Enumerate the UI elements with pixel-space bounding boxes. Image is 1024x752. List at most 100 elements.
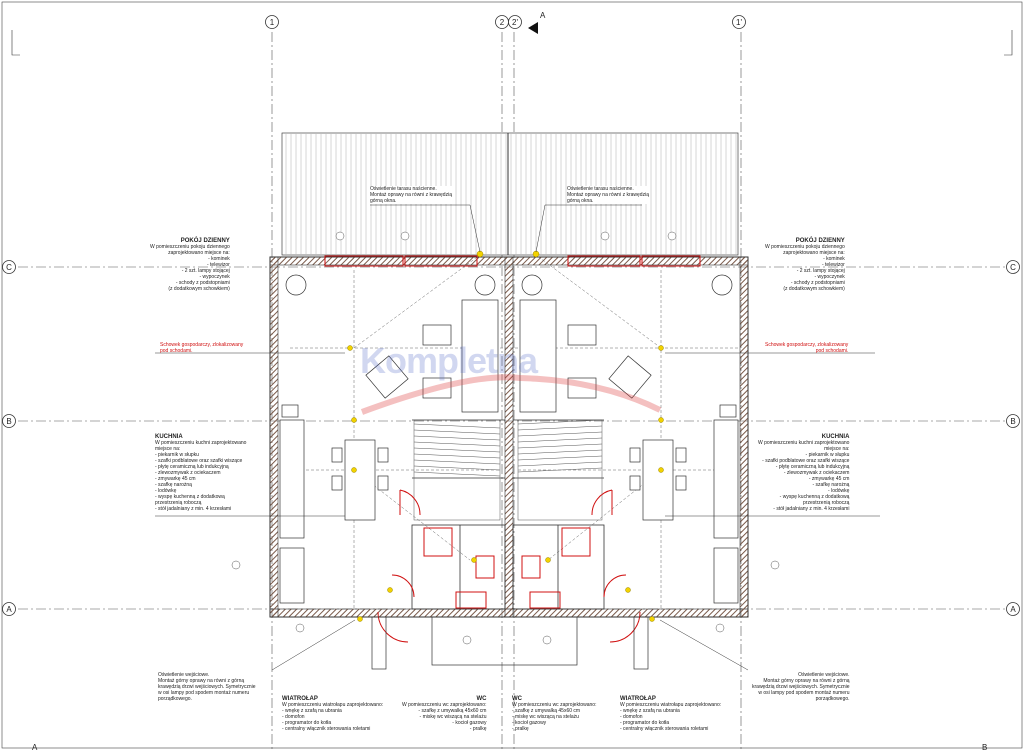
note-wc-left: WC W pomieszczeniu wc zaprojektowano:- s… bbox=[402, 696, 486, 732]
note-line: Schowek gospodarczy, zlokalizowany bbox=[160, 342, 244, 348]
note-line: - piekarnik w słupku bbox=[155, 452, 199, 458]
note-line: - szafkę z umywalką 45x60 cm bbox=[418, 708, 487, 714]
note-line: - telewizor bbox=[821, 262, 845, 268]
note-heading: WIATROŁAP bbox=[282, 696, 318, 702]
note-lines: Oświetlenie tarasu naścienne.Montaż opra… bbox=[370, 186, 452, 204]
section-label-a-top: A bbox=[540, 11, 546, 20]
kitchen-left bbox=[279, 404, 389, 604]
stair-tread bbox=[413, 441, 501, 447]
note-line: Montaż górny oprawy na równi z górną bbox=[763, 678, 850, 684]
note-line: - domofon bbox=[282, 714, 305, 720]
note-heading: POKÓJ DZIENNY bbox=[180, 238, 230, 244]
note-line: - szafkę narożną bbox=[155, 482, 192, 488]
watermark-swoosh bbox=[360, 374, 662, 415]
note-kuchnia-right: KUCHNIA W pomieszczeniu kuchni zaprojekt… bbox=[758, 434, 849, 512]
note-line: - kominek bbox=[823, 256, 845, 262]
note-line: - zmywarkę 45 cm bbox=[155, 476, 196, 482]
lighting-wires bbox=[286, 254, 740, 609]
note-line: W pomieszczeniu wiatrołapu zaprojektowan… bbox=[620, 702, 722, 708]
axis-label-1prime: 1' bbox=[736, 18, 742, 27]
terrace-windows bbox=[324, 255, 701, 267]
note-heading: POKÓJ DZIENNY bbox=[795, 238, 845, 244]
stair-tread bbox=[517, 443, 603, 449]
note-line: pod schodami. bbox=[160, 348, 193, 354]
note-line: - telewizor bbox=[206, 262, 230, 268]
note-line: - 2 szt. lampy stojącej bbox=[181, 268, 230, 274]
note-line: górną okna. bbox=[567, 198, 594, 204]
note-line: - 2 szt. lampy stojącej bbox=[796, 268, 845, 274]
note-line: - piekarnik w słupku bbox=[805, 452, 850, 458]
note-line: - domofon bbox=[620, 714, 643, 720]
note-line: - lodówkę bbox=[828, 488, 850, 494]
note-line: przestrzenią roboczą bbox=[803, 500, 850, 506]
stair-tread bbox=[517, 425, 603, 431]
stair-tread bbox=[413, 465, 501, 471]
note-lines: W pomieszczeniu wc zaprojektowano:- szaf… bbox=[402, 702, 486, 732]
note-line: - wyspę kuchenną z dodatkową bbox=[155, 494, 225, 500]
note-line: porządkowego. bbox=[815, 696, 850, 702]
note-line: krawędzią drzwi wejściowych. Symetryczni… bbox=[752, 684, 850, 690]
note-wejscie-left: Oświetlenie wejściowe.Montaż górny opraw… bbox=[158, 672, 256, 702]
note-line: W pomieszczeniu pokoju dziennego bbox=[765, 244, 845, 250]
note-lines: W pomieszczeniu wiatrołapu zaprojektowan… bbox=[282, 702, 383, 732]
stair-tread bbox=[517, 449, 603, 455]
note-line: - centralny włącznik sterowania roletami bbox=[620, 726, 709, 732]
lamp-markers bbox=[347, 250, 664, 622]
note-line: Oświetlenie wejściowe. bbox=[798, 672, 850, 678]
entrance-porch bbox=[371, 616, 649, 670]
note-line: W pomieszczeniu wc zaprojektowano: bbox=[402, 702, 487, 708]
axis-bubble-1prime bbox=[732, 15, 746, 29]
stair-tread bbox=[413, 447, 501, 453]
note-line: - płytę ceramiczną lub indukcyjną bbox=[775, 464, 850, 470]
axis-label-b-right: B bbox=[1010, 417, 1015, 426]
note-line: - pralkę bbox=[469, 726, 487, 732]
note-line: - lodówkę bbox=[155, 488, 177, 494]
note-taras-right: Oświetlenie tarasu naścienne.Montaż opra… bbox=[567, 186, 649, 204]
note-heading: KUCHNIA bbox=[155, 434, 183, 440]
note-lines: Oświetlenie tarasu naścienne.Montaż opra… bbox=[567, 186, 649, 204]
note-heading: WC bbox=[476, 696, 487, 702]
note-heading: WC bbox=[512, 696, 522, 702]
axis-bubble-2prime bbox=[508, 15, 522, 29]
kitchen-right bbox=[629, 404, 739, 604]
note-pokoj-dzienny-left: POKÓJ DZIENNY W pomieszczeniu pokoju dzi… bbox=[150, 238, 230, 292]
note-line: - programator do kotła bbox=[282, 720, 332, 726]
axis-label-a-right: A bbox=[1010, 605, 1016, 614]
axis-label-a-left: A bbox=[6, 605, 12, 614]
note-line: W pomieszczeniu kuchni zaprojektowano bbox=[758, 440, 850, 446]
note-line: - wnękę z szafą na ubrania bbox=[620, 708, 680, 714]
note-line: - programator do kotła bbox=[620, 720, 670, 726]
axis-bubble-c-left bbox=[2, 260, 16, 274]
axis-label-2prime: 2' bbox=[512, 18, 518, 27]
note-wiatrolap-left: WIATROŁAP W pomieszczeniu wiatrołapu zap… bbox=[282, 696, 383, 732]
note-line: (z dodatkowym schowkiem) bbox=[783, 286, 845, 292]
note-line: (z dodatkowym schowkiem) bbox=[168, 286, 230, 292]
note-line: - szafki podblatowe oraz szafki wiszące bbox=[762, 458, 850, 464]
note-line: Montaż górny oprawy na równi z górną bbox=[158, 678, 245, 684]
note-line: zaprojektowano miejsce na: bbox=[783, 250, 845, 256]
note-line: - szafkę z umywalką 45x60 cm bbox=[512, 708, 581, 714]
axis-bubble-a-left bbox=[2, 602, 16, 616]
axis-label-2: 2 bbox=[500, 18, 505, 27]
axis-bubble-a-right bbox=[1006, 602, 1020, 616]
building-walls bbox=[269, 256, 749, 618]
stair-tread bbox=[517, 461, 603, 467]
staircase-left bbox=[413, 419, 501, 521]
note-line: - płytę ceramiczną lub indukcyjną bbox=[155, 464, 229, 470]
stair-tread bbox=[413, 471, 501, 477]
note-line: Montaż oprawy na równi z krawędzią bbox=[370, 192, 452, 198]
axis-bubble-1 bbox=[265, 15, 279, 29]
section-arrow-top bbox=[528, 22, 538, 34]
section-marks: A A B bbox=[32, 11, 987, 752]
note-line: Montaż oprawy na równi z krawędzią bbox=[567, 192, 649, 198]
note-line: - schody z podstopniami bbox=[790, 280, 845, 286]
stair-tread bbox=[413, 459, 501, 465]
note-lines: W pomieszczeniu wiatrołapu zaprojektowan… bbox=[620, 702, 721, 732]
axis-bubble-b-left bbox=[2, 414, 16, 428]
note-line: - stół jadalniany z min. 4 krzesłami bbox=[773, 506, 850, 512]
note-line: - wyspę kuchenną z dodatkową bbox=[779, 494, 850, 500]
